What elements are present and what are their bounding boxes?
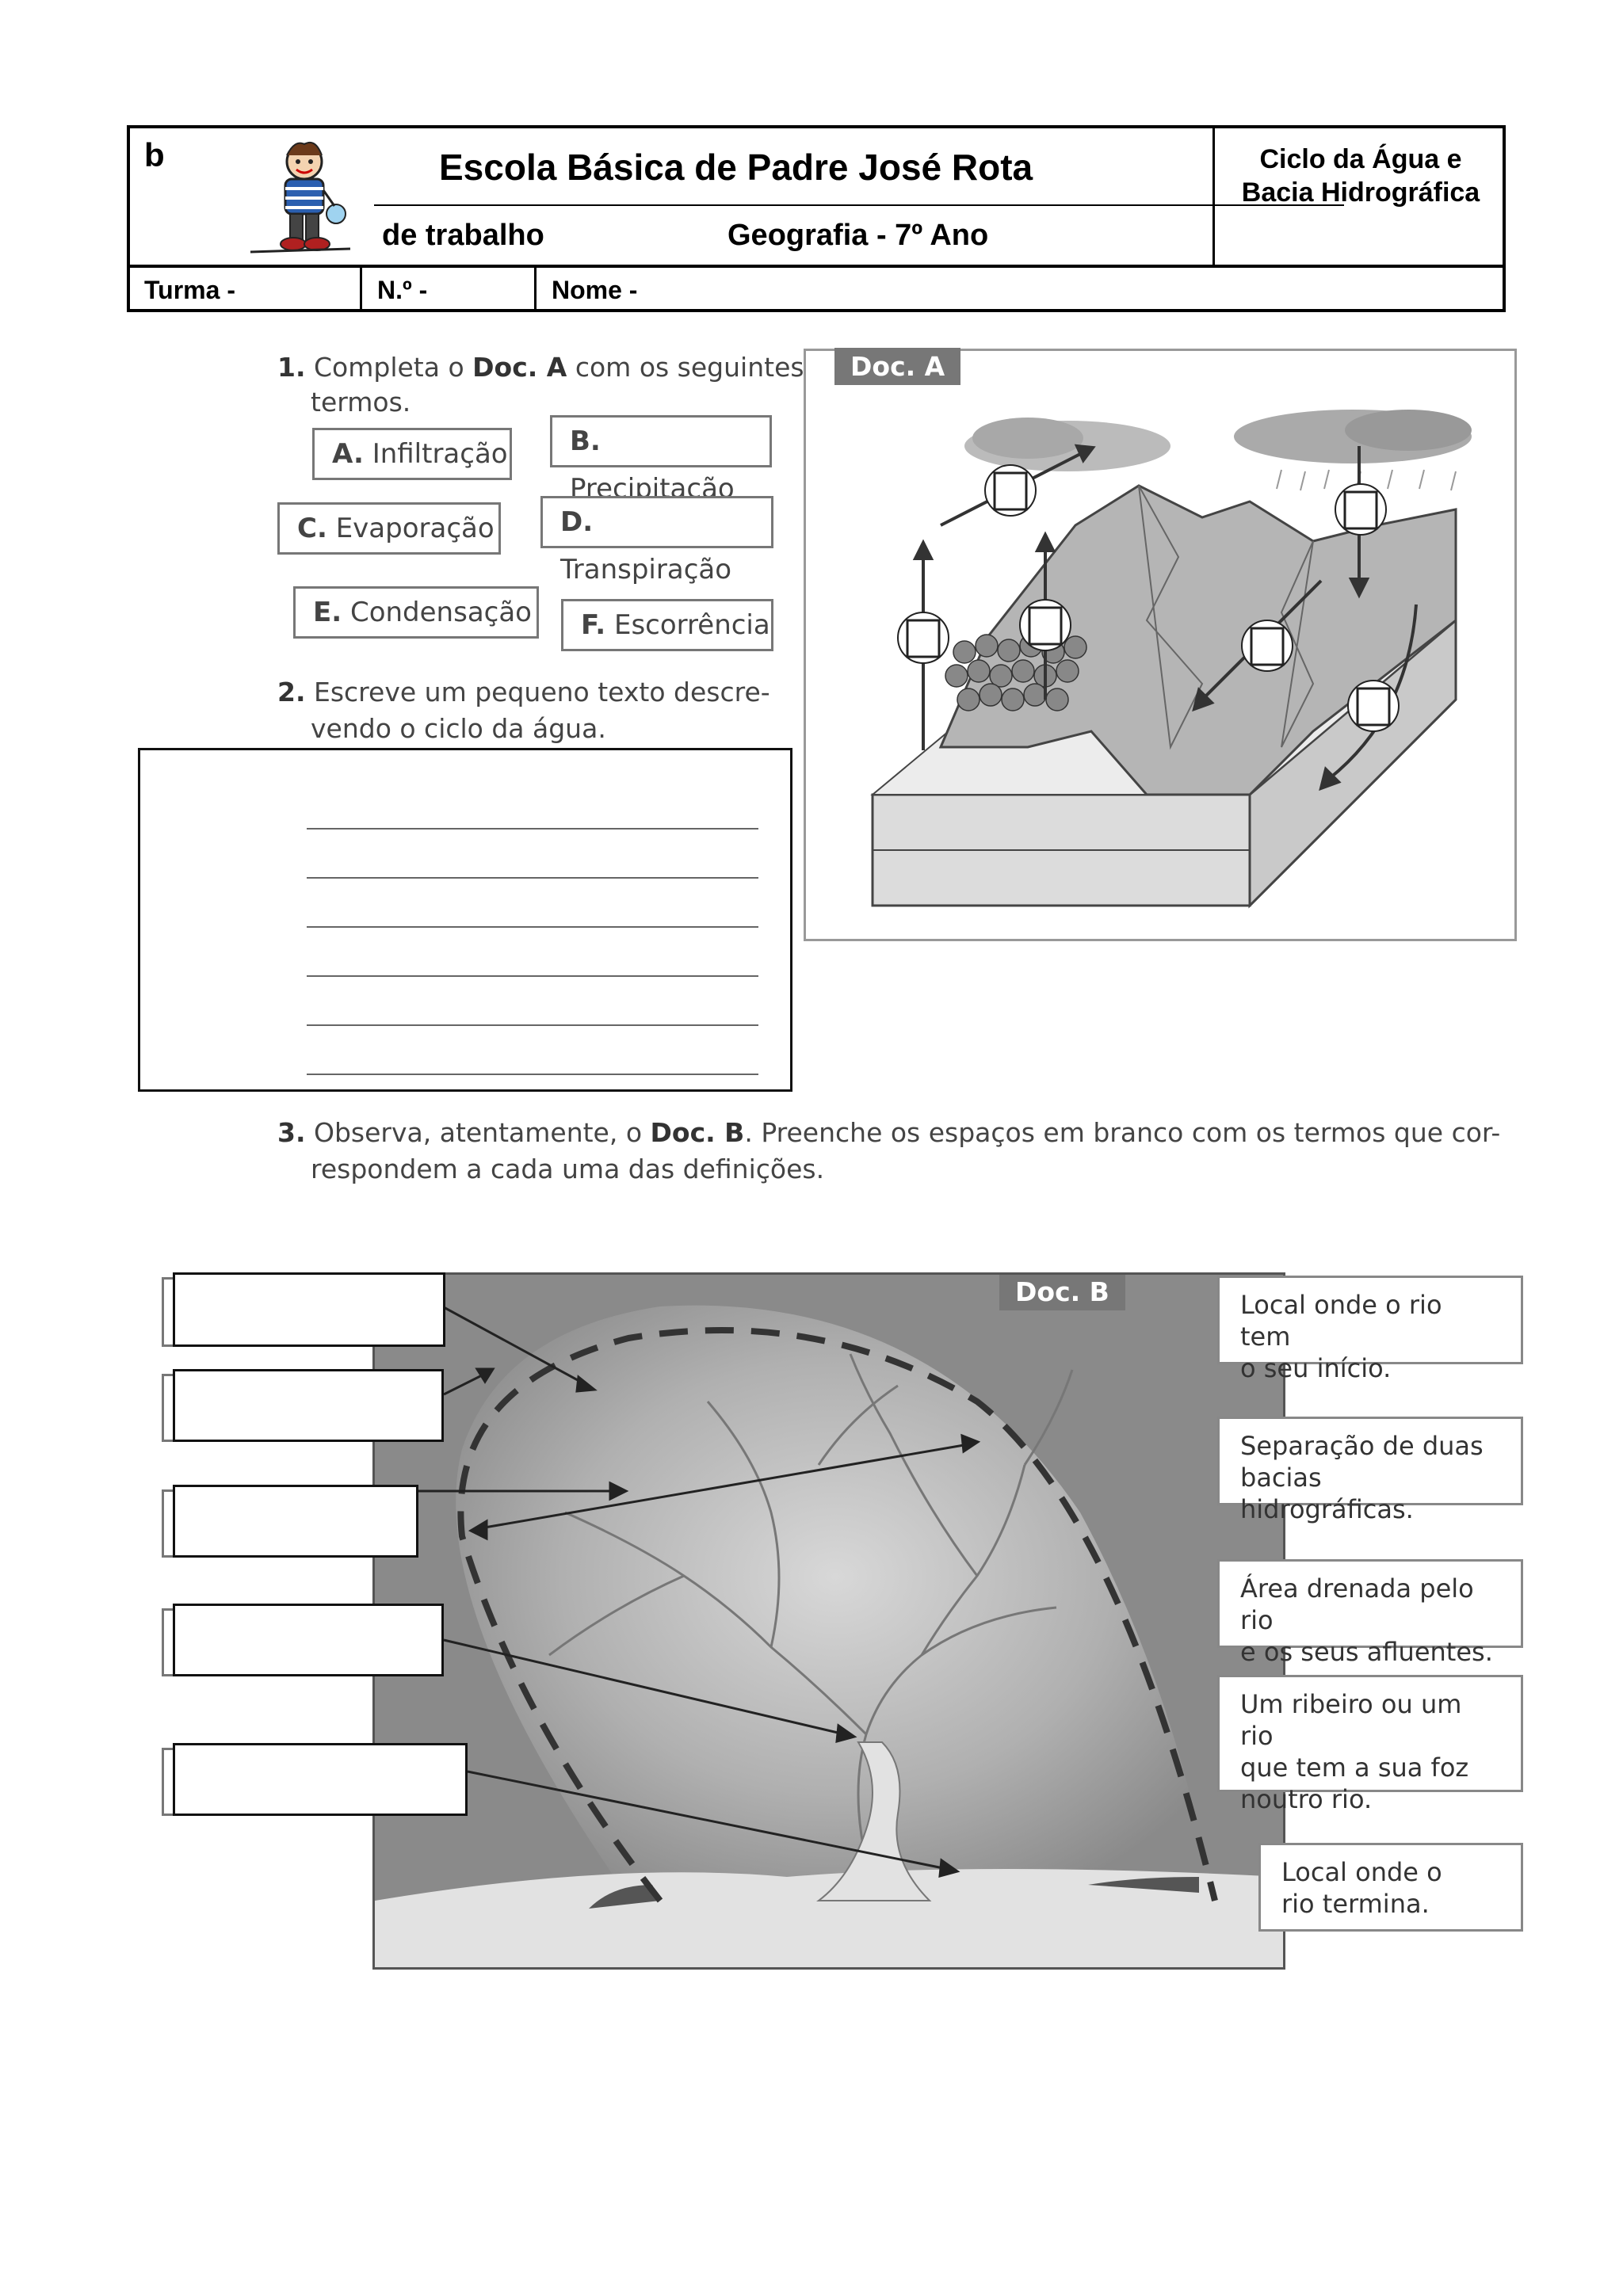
definition-box-2: Separação de duas bacias hidrográficas.	[1217, 1417, 1523, 1505]
writing-line	[307, 1024, 758, 1026]
writing-line	[307, 926, 758, 928]
turma-label: Turma -	[144, 276, 235, 305]
definition-line: Local onde o rio tem	[1240, 1289, 1500, 1352]
header-table: b Escola Básica de Padre José Rota de tr…	[127, 125, 1506, 312]
water-cycle-illustration	[806, 351, 1514, 939]
definition-box-3: Área drenada pelo rio e os seus afluente…	[1217, 1559, 1523, 1648]
definition-line: que tem a sua foz	[1240, 1752, 1500, 1783]
subject: Geografia - 7º Ano	[727, 219, 988, 253]
river-basin-illustration	[375, 1275, 1283, 1967]
numero-label: N.º -	[377, 276, 427, 305]
nome-label: Nome -	[552, 276, 637, 305]
question-1-text: 1. Completa o Doc. A com os seguintes	[277, 352, 804, 383]
definition-box-5: Local onde o rio termina.	[1258, 1843, 1523, 1932]
topic-title: Ciclo da Água e Bacia Hidrográfica	[1230, 143, 1491, 209]
header-divider	[534, 265, 537, 312]
definition-line: Um ribeiro ou um rio	[1240, 1688, 1500, 1752]
answer-text-area[interactable]	[138, 748, 792, 1092]
term-box-c: C. Evaporação	[277, 502, 501, 555]
header-divider	[130, 265, 1503, 268]
question-2-text-cont: vendo o ciclo da água.	[311, 713, 606, 744]
boy-mascot-icon	[247, 138, 358, 257]
corner-letter: b	[144, 136, 165, 174]
doc-b-figure: Doc. B	[372, 1272, 1285, 1970]
definition-line: noutro rio.	[1240, 1783, 1500, 1815]
school-name: Escola Básica de Padre José Rota	[439, 146, 1033, 189]
writing-line	[307, 828, 758, 830]
blank-answer-5[interactable]	[173, 1743, 468, 1816]
worksheet-type: de trabalho	[382, 219, 544, 253]
blank-answer-1[interactable]	[173, 1272, 445, 1347]
definition-line: Local onde o	[1281, 1856, 1500, 1888]
header-divider	[1212, 128, 1215, 265]
header-divider	[360, 265, 362, 312]
header-divider	[374, 204, 1344, 206]
question-3-text-cont: respondem a cada uma das definições.	[311, 1154, 824, 1184]
blank-answer-4[interactable]	[173, 1604, 444, 1676]
definition-line: Área drenada pelo rio	[1240, 1573, 1500, 1636]
term-box-b: B. Precipitação	[550, 415, 772, 467]
question-1-text-cont: termos.	[311, 387, 411, 418]
doc-a-figure: Doc. A	[804, 349, 1517, 941]
doc-b-tag: Doc. B	[999, 1273, 1125, 1310]
blank-answer-3[interactable]	[173, 1485, 418, 1558]
term-box-d: D. Transpiração	[540, 496, 773, 548]
question-3-text: 3. Observa, atentamente, o Doc. B. Preen…	[277, 1117, 1500, 1148]
term-box-a: A. Infiltração	[312, 428, 512, 480]
writing-line	[307, 1074, 758, 1075]
definition-line: Separação de duas	[1240, 1430, 1500, 1462]
definition-line: o seu início.	[1240, 1352, 1500, 1384]
term-box-f: F. Escorrência	[561, 599, 773, 651]
term-box-e: E. Condensação	[293, 586, 539, 639]
writing-line	[307, 877, 758, 879]
definition-box-4: Um ribeiro ou um rio que tem a sua foz n…	[1217, 1675, 1523, 1792]
definition-line: e os seus afluentes.	[1240, 1636, 1500, 1668]
definition-box-1: Local onde o rio tem o seu início.	[1217, 1276, 1523, 1364]
doc-a-tag: Doc. A	[834, 348, 960, 385]
definition-line: bacias hidrográficas.	[1240, 1462, 1500, 1525]
question-2-text: 2. Escreve um pequeno texto descre-	[277, 677, 770, 707]
writing-line	[307, 975, 758, 977]
blank-answer-2[interactable]	[173, 1369, 444, 1442]
definition-line: rio termina.	[1281, 1888, 1500, 1920]
